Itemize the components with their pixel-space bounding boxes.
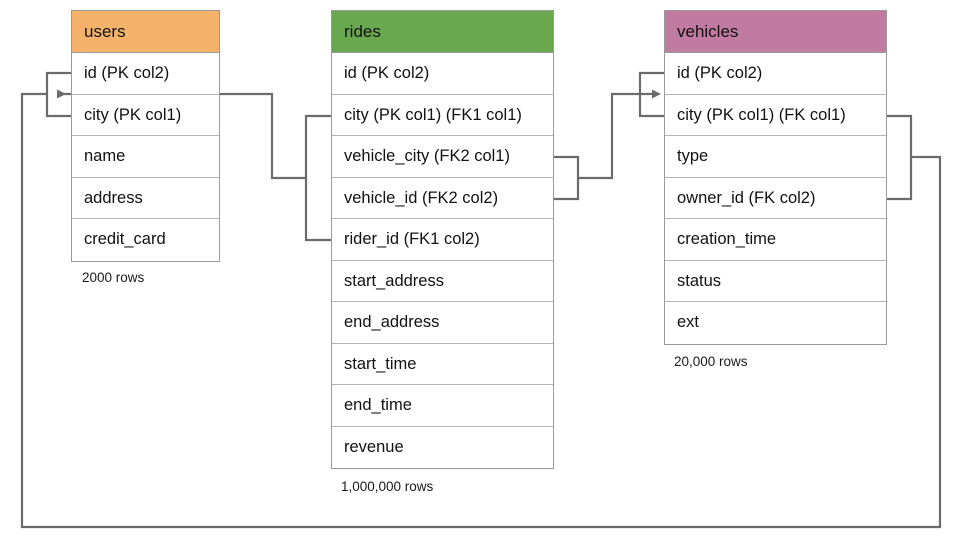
table-vehicles-field-status[interactable]: status (665, 260, 886, 302)
table-vehicles-field-type[interactable]: type (665, 136, 886, 178)
table-users-field-address[interactable]: address (72, 177, 219, 219)
table-rides-field-vehicle-id[interactable]: vehicle_id (FK2 col2) (332, 177, 553, 219)
table-vehicles-field-city[interactable]: city (PK col1) (FK col1) (665, 94, 886, 136)
table-users-field-name[interactable]: name (72, 136, 219, 178)
table-rides-field-end-time[interactable]: end_time (332, 385, 553, 427)
connector-rides-fk2-vehicles (554, 89, 661, 201)
table-rides-row-count: 1,000,000 rows (341, 479, 434, 494)
table-vehicles-field-creation-time[interactable]: creation_time (665, 219, 886, 261)
table-rides-field-city[interactable]: city (PK col1) (FK1 col1) (332, 94, 553, 136)
table-vehicles-row-count: 20,000 rows (674, 354, 748, 369)
table-users[interactable]: users id (PK col2) city (PK col1) name a… (71, 10, 220, 262)
table-rides-field-id[interactable]: id (PK col2) (332, 53, 553, 95)
table-users-field-credit-card[interactable]: credit_card (72, 219, 219, 261)
table-users-row-count: 2000 rows (82, 270, 145, 285)
table-rides-header: rides (332, 11, 553, 53)
table-vehicles-title: vehicles (677, 22, 739, 41)
table-vehicles-header: vehicles (665, 11, 886, 53)
table-rides-field-rider-id[interactable]: rider_id (FK1 col2) (332, 219, 553, 261)
connector-vehicles-left-bracket (638, 71, 664, 118)
table-rides-field-vehicle-city[interactable]: vehicle_city (FK2 col1) (332, 136, 553, 178)
table-users-header: users (72, 11, 219, 53)
table-rides-field-revenue[interactable]: revenue (332, 426, 553, 468)
table-rides-title: rides (344, 22, 381, 41)
table-users-field-id[interactable]: id (PK col2) (72, 53, 219, 95)
connector-users-left-bracket (45, 71, 71, 118)
table-users-field-city[interactable]: city (PK col1) (72, 94, 219, 136)
table-users-title: users (84, 22, 126, 41)
table-vehicles-field-id[interactable]: id (PK col2) (665, 53, 886, 95)
table-rides[interactable]: rides id (PK col2) city (PK col1) (FK1 c… (331, 10, 554, 469)
table-vehicles-field-ext[interactable]: ext (665, 302, 886, 344)
table-rides-field-start-address[interactable]: start_address (332, 260, 553, 302)
table-rides-field-start-time[interactable]: start_time (332, 343, 553, 385)
table-vehicles[interactable]: vehicles id (PK col2) city (PK col1) (FK… (664, 10, 887, 345)
table-rides-field-end-address[interactable]: end_address (332, 302, 553, 344)
table-vehicles-field-owner-id[interactable]: owner_id (FK col2) (665, 177, 886, 219)
